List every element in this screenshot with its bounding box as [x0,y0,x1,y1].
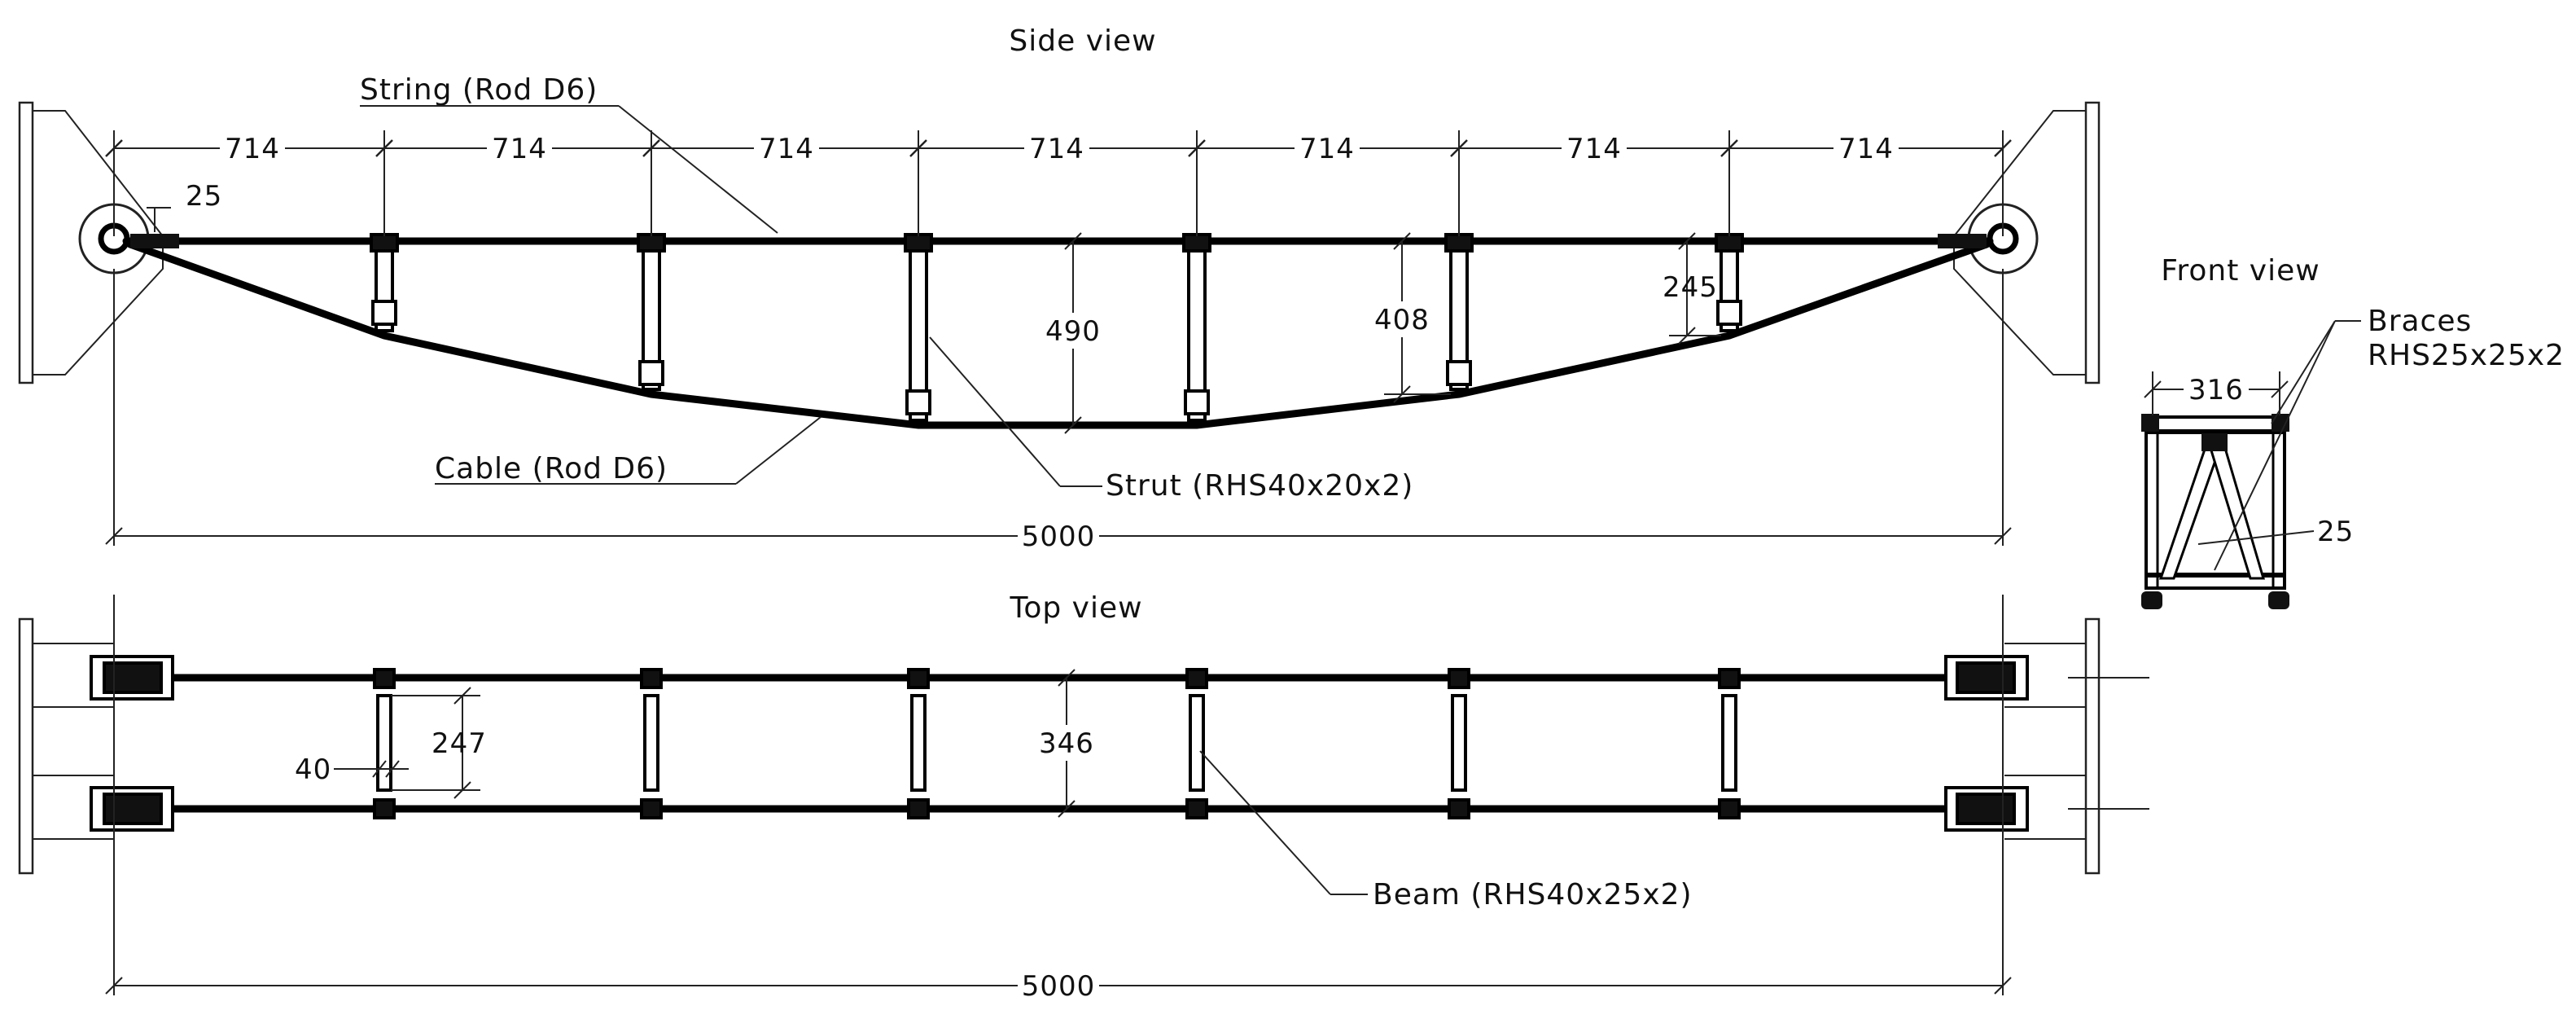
beam-3 [907,668,930,819]
dim-346: 346 [1039,727,1094,760]
front-view: Front view 316 Braces RHS25x25x2 25 [2141,254,2565,609]
string-label: String (Rod D6) [360,73,598,107]
braces-leader-2 [2271,320,2336,424]
beams [373,668,1741,819]
cable-rod [126,240,1991,429]
strut-5 [1444,233,1474,391]
beam-5 [1448,668,1470,819]
dim-408: 408 [1374,304,1430,336]
cable-leader [735,416,821,485]
dims-top-beam: 247 40 [295,687,487,799]
dim-5000-top: 5000 [1022,970,1096,1003]
braces-leader-1 [2214,320,2336,571]
top-view-title: Top view [1009,591,1142,625]
beam-label: Beam (RHS40x25x2) [1373,878,1693,911]
strut-3 [904,233,933,422]
dim-714-4: 714 [1029,133,1084,165]
strut-1 [370,233,399,332]
end-fittings-top [90,655,2029,832]
side-view-title: Side view [1009,24,1156,58]
struts [370,233,1744,422]
dim-714-1: 714 [225,133,280,165]
overall-dim-top: 5000 [105,595,2012,1004]
dim-247: 247 [432,727,487,760]
dim-25-side: 25 [186,180,222,213]
string-leader [618,105,778,234]
dim-490: 490 [1045,315,1101,348]
strut-2 [637,233,666,391]
overall-dim-side: 5000 [105,269,2012,554]
dim-714-5: 714 [1299,133,1355,165]
dim-316: 316 [2188,374,2244,406]
dim-25-front: 25 [2317,516,2354,548]
dim-5000-side: 5000 [1022,520,1096,553]
beam-leader [1199,750,1331,895]
right-end-plate-top [2084,617,2101,875]
strut-6 [1715,233,1744,332]
left-support-side [18,101,164,384]
end-anchors-side [130,234,1987,248]
beam-6 [1718,668,1741,819]
vertical-dims-side: 490 408 245 [1040,232,1721,434]
cable-label: Cable (Rod D6) [435,452,668,485]
top-view: Top view [18,591,2149,1004]
dim-25-front-leader [2197,530,2315,545]
strut-4 [1182,233,1211,422]
braces-label-2: RHS25x25x2 [2368,339,2565,372]
braces-label-1: Braces [2368,305,2472,338]
strut-leader [929,336,1061,487]
dim-714-2: 714 [492,133,547,165]
front-view-title: Front view [2161,254,2320,288]
dim-714-6: 714 [1566,133,1622,165]
dim-714-7: 714 [1838,133,1894,165]
dim-40: 40 [295,753,331,786]
strut-label: Strut (RHS40x20x2) [1106,469,1413,503]
dimension-chain-714: 714 714 714 714 714 714 714 [105,130,2012,236]
side-view: Side view [18,24,2101,554]
beam-1 [373,668,396,819]
beam-4 [1185,668,1208,819]
beam-2 [640,668,663,819]
dim-714-3: 714 [759,133,814,165]
left-end-plate-top [18,617,34,875]
dim-346-group: 346 [1031,669,1104,818]
dim-245: 245 [1663,271,1718,304]
